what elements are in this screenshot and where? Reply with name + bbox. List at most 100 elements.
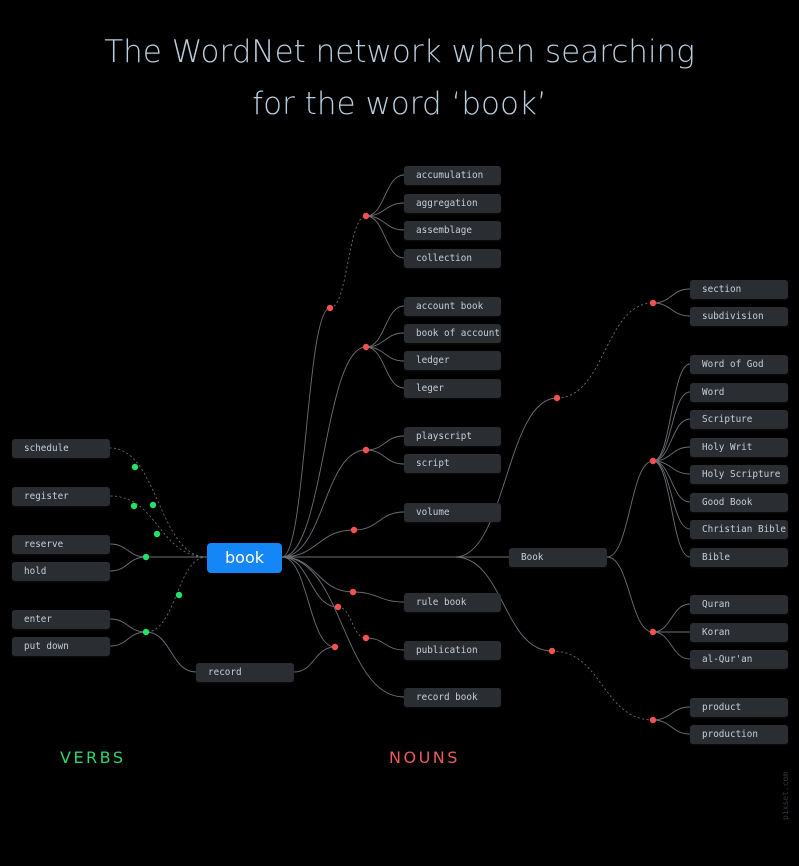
hub-dot-enter-branch — [175, 591, 183, 599]
hub-dot-record — [331, 643, 339, 651]
link-curve — [109, 556, 147, 572]
link-curve — [454, 397, 558, 558]
hub-dot-register-b — [149, 501, 157, 509]
credit-text: pixset.com — [781, 771, 790, 820]
link-curve — [652, 603, 691, 633]
link-curve — [365, 202, 405, 217]
noun-node-assemblage[interactable]: assemblage — [404, 221, 501, 240]
link-curve — [454, 556, 553, 652]
noun-node-account-book[interactable]: account book — [404, 297, 501, 316]
noun-node-ledger[interactable]: ledger — [404, 351, 501, 370]
verb-node-hold[interactable]: hold — [12, 562, 110, 581]
noun-node-subdivision[interactable]: subdivision — [690, 307, 788, 326]
verb-node-record[interactable]: record — [196, 663, 294, 682]
noun-node-leger[interactable]: leger — [404, 379, 501, 398]
hub-dot-bible-group — [649, 457, 657, 465]
hub-dot-enter-group — [142, 628, 150, 636]
link-curve — [652, 302, 691, 317]
hub-dot-playscript-group — [362, 446, 370, 454]
noun-node-playscript[interactable]: playscript — [404, 427, 501, 446]
noun-node-product[interactable]: product — [690, 698, 788, 717]
link-curve — [365, 174, 405, 217]
hub-dot-section-branch — [553, 394, 561, 402]
link-curve — [365, 215, 405, 259]
verb-node-schedule[interactable]: schedule — [12, 439, 110, 458]
link-curve — [145, 631, 197, 673]
link-curve — [652, 631, 691, 660]
noun-node-record-book[interactable]: record book — [404, 688, 501, 707]
hub-dot-product-group — [649, 716, 657, 724]
link-curve — [352, 591, 405, 603]
noun-node-section[interactable]: section — [690, 280, 788, 299]
noun-node-al-quran[interactable]: al-Qur'an — [690, 650, 788, 669]
verbs-section-label: VERBS — [60, 748, 126, 767]
link-curve — [652, 288, 691, 304]
noun-node-script[interactable]: script — [404, 454, 501, 473]
verb-node-register[interactable]: register — [12, 487, 110, 506]
hub-dot-accumulation-group — [362, 212, 370, 220]
link-curve — [606, 556, 654, 633]
title-line-2: for the word ‘book’ — [252, 86, 547, 122]
link-curve — [551, 650, 654, 721]
noun-node-koran[interactable]: Koran — [690, 623, 788, 642]
link-curve — [652, 418, 691, 462]
link-curve — [337, 606, 367, 639]
verb-node-put-down[interactable]: put down — [12, 637, 110, 656]
link-curve — [652, 460, 691, 558]
link-curve — [109, 631, 147, 647]
link-curve — [652, 363, 691, 462]
verb-node-reserve[interactable]: reserve — [12, 535, 110, 554]
noun-node-scripture[interactable]: Scripture — [690, 410, 788, 429]
link-curve — [652, 460, 691, 530]
noun-node-aggregation[interactable]: aggregation — [404, 194, 501, 213]
link-curve — [109, 543, 147, 558]
link-curve — [281, 556, 405, 698]
link-curve — [365, 346, 405, 362]
noun-node-good-book[interactable]: Good Book — [690, 493, 788, 512]
link-curve — [281, 529, 355, 558]
verb-node-enter[interactable]: enter — [12, 610, 110, 629]
noun-node-collection[interactable]: collection — [404, 249, 501, 268]
noun-node-word-of-god[interactable]: Word of God — [690, 355, 788, 374]
link-curve — [293, 646, 336, 673]
link-curve — [652, 391, 691, 462]
link-curve — [109, 495, 208, 558]
noun-node-volume[interactable]: volume — [404, 503, 501, 522]
noun-node-rule-book[interactable]: rule book — [404, 593, 501, 612]
hub-dot-reserve-group — [142, 553, 150, 561]
noun-node-christian-bible[interactable]: Christian Bible — [690, 520, 788, 539]
link-curve — [281, 307, 331, 558]
hub-dot-quran-group — [649, 628, 657, 636]
link-curve — [329, 215, 367, 309]
noun-node-book-of-account[interactable]: book of account — [404, 324, 501, 343]
link-curve — [281, 449, 367, 558]
hub-dot-register-c — [153, 530, 161, 538]
hub-dot-product-branch — [548, 647, 556, 655]
noun-node-holy-scripture[interactable]: Holy Scripture — [690, 465, 788, 484]
noun-node-Book[interactable]: Book — [509, 548, 607, 567]
root-node[interactable]: book — [207, 543, 282, 573]
hub-dot-volume — [350, 526, 358, 534]
link-curve — [281, 346, 367, 558]
link-curve — [353, 511, 405, 531]
link-curve — [365, 305, 405, 348]
nouns-section-label: NOUNS — [389, 748, 460, 767]
noun-node-quran[interactable]: Quran — [690, 595, 788, 614]
noun-node-production[interactable]: production — [690, 725, 788, 744]
link-curve — [365, 332, 405, 348]
noun-node-holy-writ[interactable]: Holy Writ — [690, 438, 788, 457]
link-curve — [365, 449, 405, 465]
noun-node-bible[interactable]: Bible — [690, 548, 788, 567]
noun-node-word[interactable]: Word — [690, 383, 788, 402]
noun-node-accumulation[interactable]: accumulation — [404, 166, 501, 185]
link-curve — [109, 618, 147, 633]
link-curve — [281, 556, 339, 608]
title-line-1: The WordNet network when searching — [104, 34, 695, 70]
diagram-title: The WordNet network when searching for t… — [0, 26, 799, 130]
hub-dot-account-book-group — [362, 343, 370, 351]
hub-dot-register-a — [130, 502, 138, 510]
noun-node-publication[interactable]: publication — [404, 641, 501, 660]
link-curve — [652, 719, 691, 735]
